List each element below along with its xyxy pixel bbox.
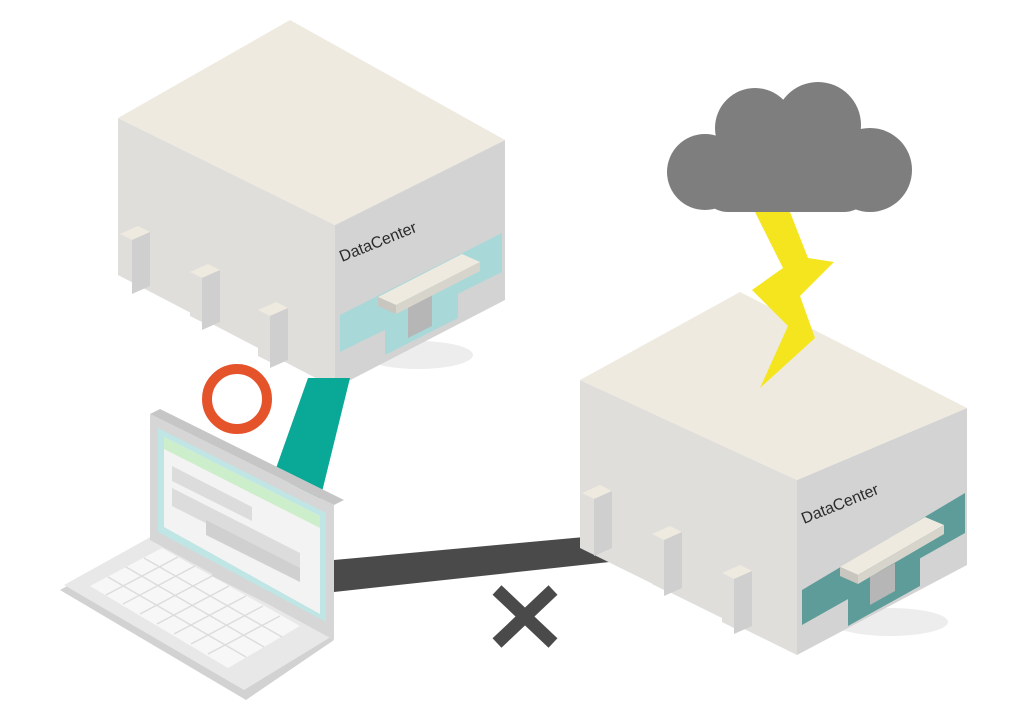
backup-datacenter-canopy (840, 517, 944, 575)
backup-datacenter-canopy-front (858, 525, 944, 584)
laptop-screen-content-block-3 (206, 520, 300, 582)
connection-failed-cross-icon (492, 585, 558, 648)
primary-datacenter-canopy-front (396, 262, 480, 314)
backup-datacenter-roof (580, 292, 967, 480)
primary-datacenter-roof (118, 20, 505, 225)
backup-datacenter-door-panel (870, 563, 895, 605)
primary-datacenter-door-panel (408, 294, 432, 338)
primary-datacenter: DataCenter (118, 20, 505, 388)
laptop-screen-content-block-1 (172, 466, 252, 521)
link-ok-connection (274, 378, 350, 500)
laptop-lid-side (150, 409, 344, 505)
storm-cloud-icon (667, 82, 912, 212)
lightning-bolt-icon (752, 212, 834, 388)
backup-datacenter-canopy-edge (840, 567, 858, 584)
primary-datacenter-canopy (378, 254, 480, 305)
link-failed-connection (334, 533, 628, 592)
primary-datacenter-canopy-edge (378, 297, 396, 314)
laptop-keyboard-grid (105, 556, 283, 658)
laptop-screen-content-block-4 (212, 566, 268, 604)
laptop-screen-content-block-2 (172, 488, 300, 571)
connection-ok-circle-icon (202, 364, 272, 434)
laptop-screen-header-bar (164, 437, 320, 528)
client-laptop (60, 409, 344, 700)
backup-datacenter-pillars (582, 485, 752, 634)
primary-datacenter-pillars (120, 226, 288, 368)
backup-datacenter: DataCenter (580, 292, 967, 655)
